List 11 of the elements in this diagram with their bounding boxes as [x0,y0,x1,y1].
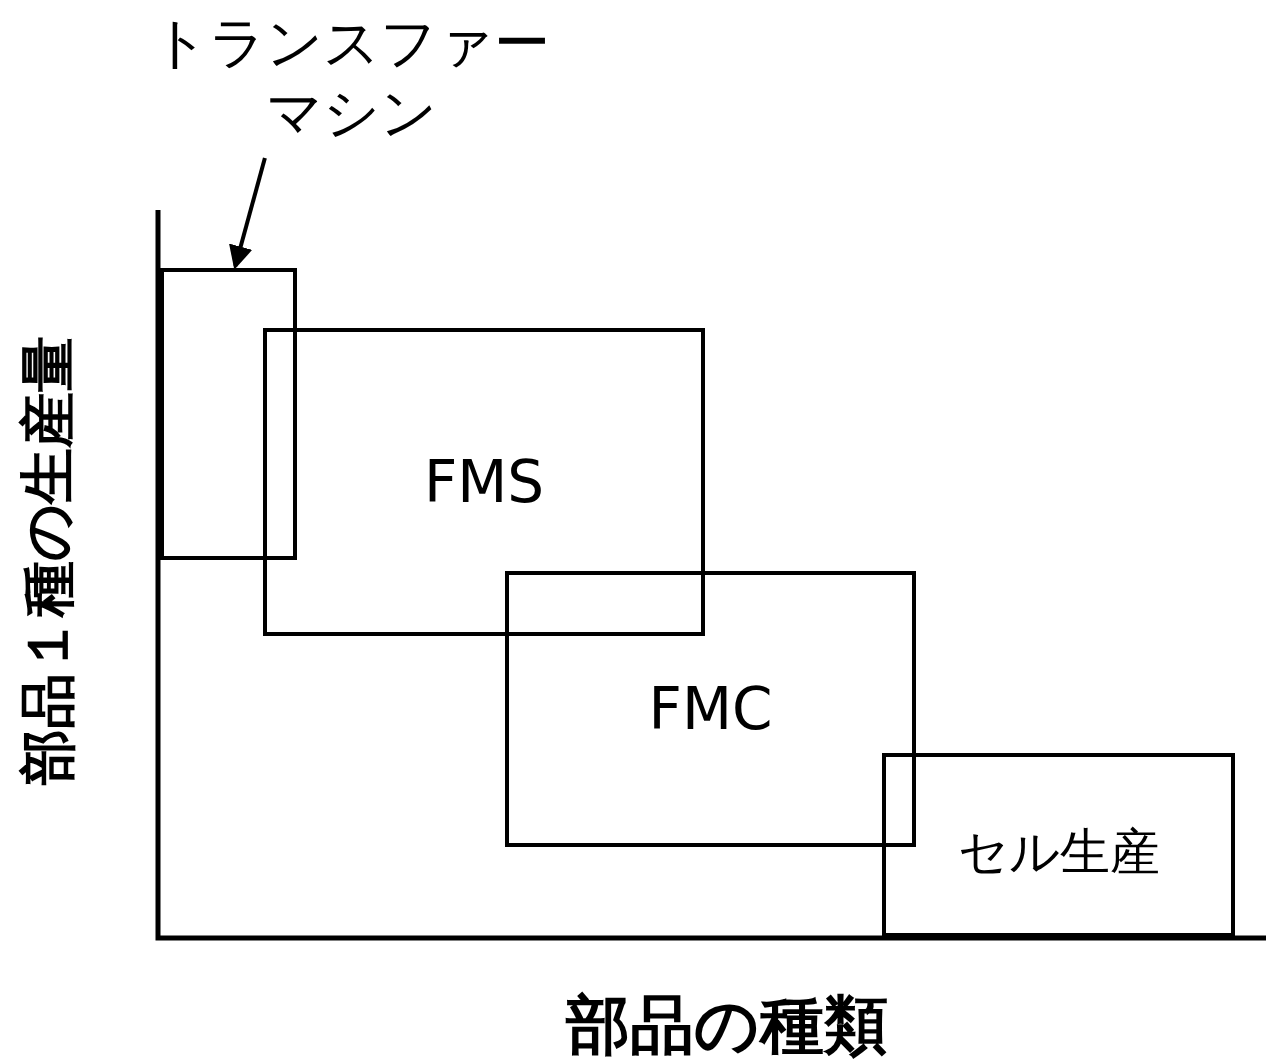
axis-title: 部品１種の生産量 [20,335,76,785]
region-box [882,753,1235,937]
region-box [505,571,916,847]
region-label: セル生産 [957,827,1160,877]
region-label: FMC [648,680,773,738]
region-box [160,268,297,560]
callout-text: トランスファーマシン [146,8,556,154]
region-box [263,328,705,636]
axis-title: 部品の種類 [566,993,888,1057]
region-label: FMS [423,453,545,511]
leader-arrow [229,157,267,270]
